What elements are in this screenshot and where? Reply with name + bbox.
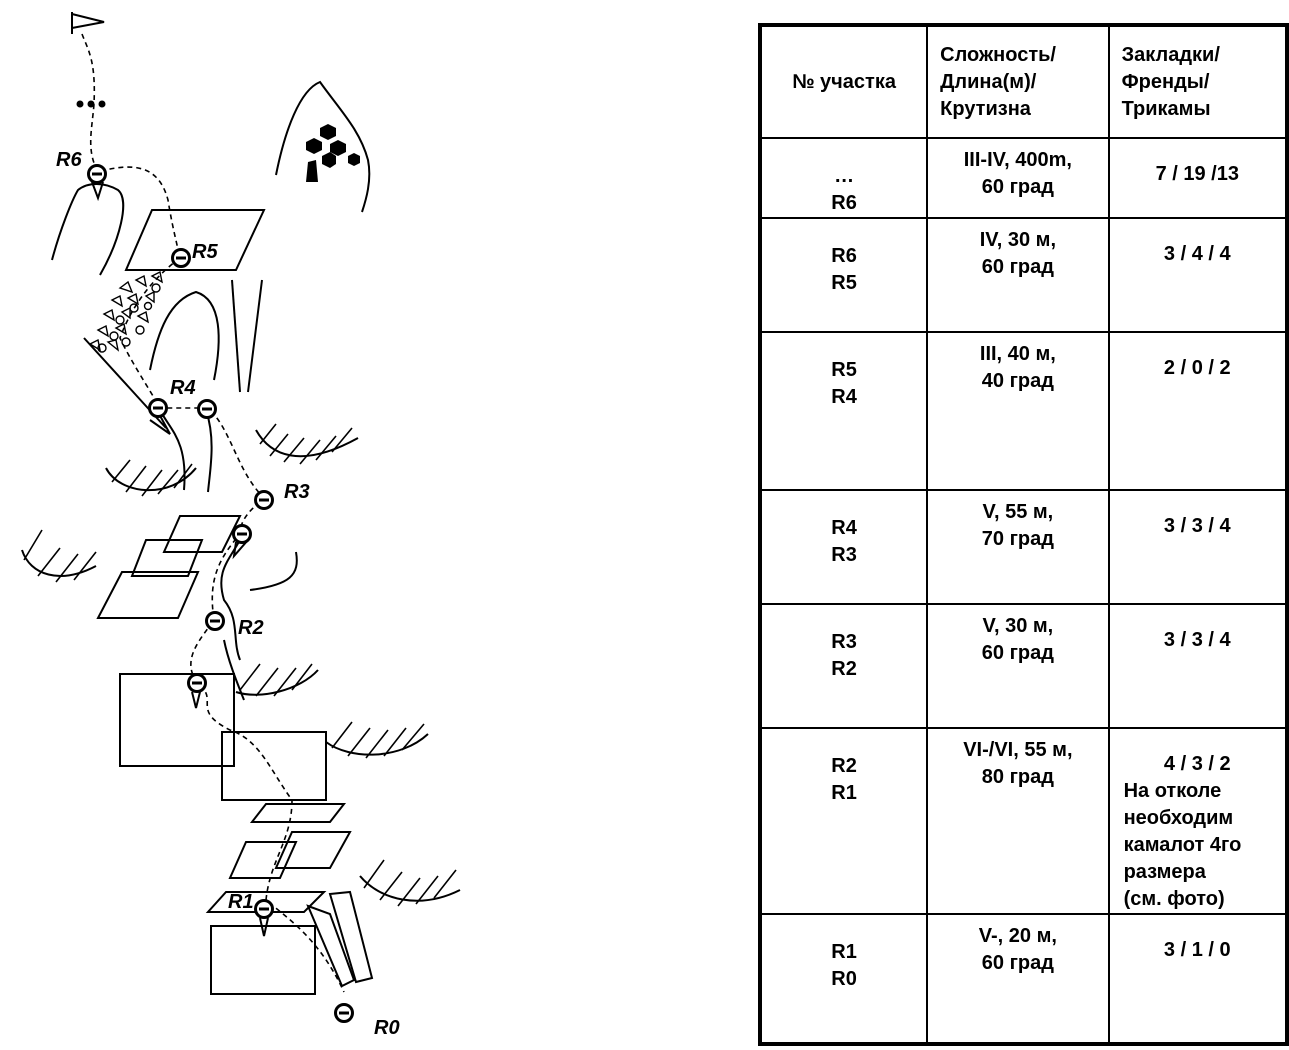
belay-anchor-icon <box>197 399 217 419</box>
table-row: R4 R3 V, 55 м, 70 град 3 / 3 / 4 <box>758 489 1289 605</box>
difficulty-cell: V, 55 м, 70 град <box>926 489 1110 605</box>
table-row: R2 R1 VI-/VI, 55 м, 80 град 4 / 3 / 2 На… <box>758 727 1289 915</box>
section-cell: R4 R3 <box>758 489 929 605</box>
table-row: … R6 III-IV, 400m, 60 град 7 / 19 /13 <box>758 137 1289 219</box>
table-header-row: № участка Сложность/ Длина(м)/ Крутизна … <box>758 24 1289 139</box>
belay-label-r2: R2 <box>238 617 264 639</box>
section-cell: R6 R5 <box>758 217 929 333</box>
gear-value: 3 / 3 / 4 <box>1163 515 1231 537</box>
belay-anchor-icon <box>171 248 191 268</box>
difficulty-cell: III-IV, 400m, 60 град <box>926 137 1110 219</box>
section-cell: … R6 <box>758 137 929 219</box>
gear-cell: 3 / 1 / 0 <box>1107 913 1289 1045</box>
gear-cell: 2 / 0 / 2 <box>1107 331 1289 491</box>
route-line <box>81 33 345 993</box>
gear-value: 2 / 0 / 2 <box>1163 357 1231 379</box>
belay-anchor-icon <box>148 398 168 418</box>
gear-value: 4 / 3 / 2 <box>1163 753 1231 775</box>
table-row: R1 R0 V-, 20 м, 60 град 3 / 1 / 0 <box>758 913 1289 1045</box>
snow-patch-icon <box>275 80 371 213</box>
belay-label-r3: R3 <box>284 481 310 503</box>
difficulty-cell: V, 30 м, 60 град <box>926 603 1110 729</box>
gear-cell: 4 / 3 / 2 На отколе необходим камалот 4г… <box>1107 727 1289 915</box>
gear-value: 7 / 19 /13 <box>1155 163 1239 185</box>
belay-label-r6: R6 <box>56 149 82 171</box>
gear-value: 3 / 1 / 0 <box>1163 939 1231 961</box>
belay-anchor-icon <box>205 611 225 631</box>
header-difficulty: Сложность/ Длина(м)/ Крутизна <box>926 24 1110 139</box>
belay-label-r4: R4 <box>170 377 196 399</box>
gear-cell: 7 / 19 /13 <box>1107 137 1289 219</box>
section-cell: R3 R2 <box>758 603 929 729</box>
belay-label-r0: R0 <box>374 1017 400 1039</box>
belay-anchor-icon <box>334 1003 354 1023</box>
ellipsis-dots-icon <box>76 100 106 108</box>
belay-anchor-icon <box>254 490 274 510</box>
gear-cell: 3 / 3 / 4 <box>1107 489 1289 605</box>
table-row: R3 R2 V, 30 м, 60 град 3 / 3 / 4 <box>758 603 1289 729</box>
table-row: R6 R5 IV, 30 м, 60 град 3 / 4 / 4 <box>758 217 1289 333</box>
route-pitch-table: № участка Сложность/ Длина(м)/ Крутизна … <box>758 23 1289 1046</box>
flag-icon <box>71 12 105 34</box>
section-cell: R2 R1 <box>758 727 929 915</box>
belay-anchor-icon <box>187 673 207 709</box>
belay-label-r1: R1 <box>228 891 254 913</box>
header-gear: Закладки/ Френды/ Трикамы <box>1107 24 1289 139</box>
gear-note: На отколе необходим камалот 4го размера … <box>1123 780 1242 910</box>
table-row: R5 R4 III, 40 м, 40 град 2 / 0 / 2 <box>758 331 1289 491</box>
belay-anchor-icon <box>87 164 107 202</box>
difficulty-cell: V-, 20 м, 60 град <box>926 913 1110 1045</box>
gear-cell: 3 / 3 / 4 <box>1107 603 1289 729</box>
section-cell: R5 R4 <box>758 331 929 491</box>
gear-value: 3 / 3 / 4 <box>1163 629 1231 651</box>
gear-cell: 3 / 4 / 4 <box>1107 217 1289 333</box>
route-topo-diagram: R6 R5 R4 R3 R2 R1 R0 <box>21 12 461 1039</box>
difficulty-cell: VI-/VI, 55 м, 80 град <box>926 727 1110 915</box>
gear-value: 3 / 4 / 4 <box>1163 243 1231 265</box>
belay-anchor-icon <box>254 899 274 937</box>
difficulty-cell: IV, 30 м, 60 град <box>926 217 1110 333</box>
difficulty-cell: III, 40 м, 40 град <box>926 331 1110 491</box>
belay-label-r5: R5 <box>192 241 218 263</box>
belay-anchor-icon <box>232 524 252 560</box>
header-section: № участка <box>758 24 929 139</box>
rock-features <box>21 183 461 995</box>
section-cell: R1 R0 <box>758 913 929 1045</box>
